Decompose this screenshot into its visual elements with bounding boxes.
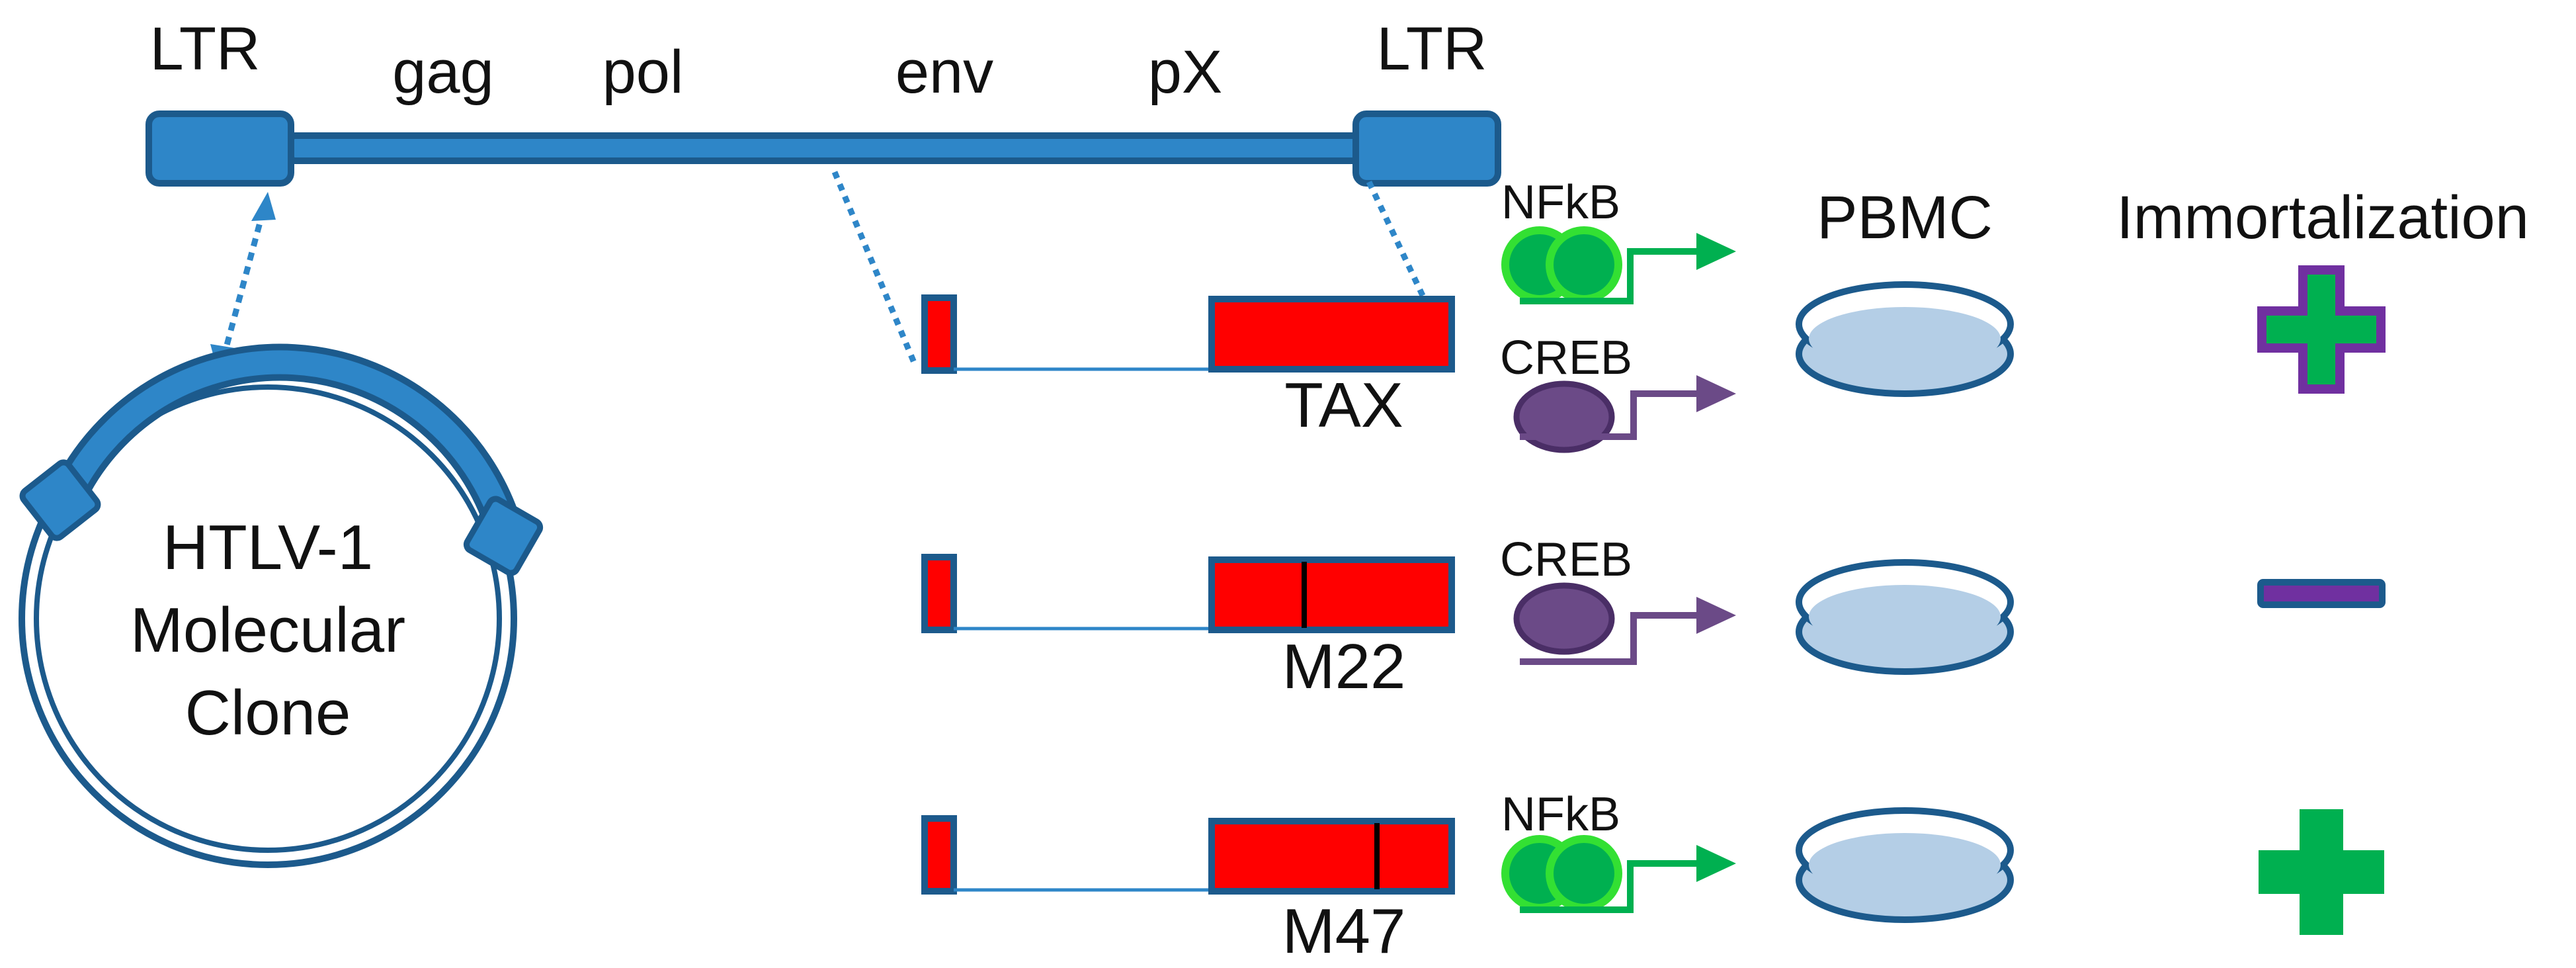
ltr-right-box: [1352, 110, 1501, 187]
gag-label: gag: [392, 38, 494, 106]
exon-large: [1208, 296, 1455, 373]
plasmid-label-line3: Clone: [185, 678, 351, 748]
genome-map: LTR gag pol env pX LTR: [145, 15, 1501, 187]
promoter-arrow: [1520, 860, 1700, 913]
promoter-arrow: [1520, 612, 1700, 665]
plasmid-label-line2: Molecular: [130, 595, 405, 666]
m22-creb-activation: CREB: [1500, 533, 1736, 665]
m47-plus-icon: [2259, 809, 2384, 935]
nfkb-subunit-right: [1546, 835, 1622, 912]
construct-label: TAX: [1284, 370, 1403, 441]
construct-m22: M22: [921, 554, 1455, 702]
promoter-arrow: [1520, 248, 1700, 304]
exon-small: [921, 815, 957, 895]
plasmid-molecular-clone: HTLV-1 Molecular Clone: [19, 343, 544, 868]
construct-label: M47: [1282, 896, 1406, 967]
nfkb-label: NFkB: [1501, 176, 1620, 229]
creb-protein: [1513, 582, 1615, 655]
arrow-head-icon: [1696, 845, 1736, 882]
genome-backbone: [288, 132, 1372, 164]
construct-tax: TAX: [921, 294, 1455, 441]
exon-small: [921, 554, 957, 633]
m47-nfkb-activation: NFkB: [1501, 788, 1736, 913]
m22-minus-icon: [2257, 579, 2386, 608]
arrow-head-icon: [1696, 233, 1736, 270]
nfkb-subunit-right: [1546, 226, 1622, 303]
pol-label: pol: [602, 38, 684, 106]
construct-label: M22: [1282, 631, 1406, 702]
plasmid-ltr-right: [463, 496, 544, 576]
arrow-head-icon: [1696, 375, 1736, 412]
creb-label: CREB: [1500, 331, 1632, 384]
pbmc-dish-tax: [1796, 281, 2014, 397]
ltr-left-box: [145, 110, 294, 187]
promoter-arrow: [1520, 390, 1700, 440]
env-label: env: [895, 38, 993, 106]
nfkb-label: NFkB: [1501, 788, 1620, 841]
projection-line-left: [831, 171, 919, 369]
plasmid-label-line1: HTLV-1: [163, 512, 373, 583]
creb-label: CREB: [1500, 533, 1632, 586]
exon-large: [1208, 818, 1455, 895]
pbmc-dish-m22: [1796, 559, 2014, 675]
tax-plus-icon: [2257, 265, 2386, 394]
exon-large: [1208, 556, 1455, 633]
px-label: pX: [1148, 38, 1223, 106]
projection-line-right: [1366, 181, 1429, 302]
ltr-right-label: LTR: [1377, 15, 1487, 83]
arrow-head-icon: [1696, 597, 1736, 634]
pbmc-header: PBMC: [1817, 184, 1993, 251]
tax-creb-activation: CREB: [1500, 331, 1736, 453]
tax-nfkb-activation: NFkB: [1501, 176, 1736, 304]
pbmc-dish-m47: [1796, 807, 2014, 923]
immortalization-header: Immortalization: [2116, 184, 2529, 251]
exon-small: [921, 294, 957, 374]
ltr-left-label: LTR: [150, 15, 261, 83]
construct-m47: M47: [921, 815, 1455, 967]
plasmid-ltr-left: [19, 459, 101, 541]
plasmid-ring-inner: [34, 384, 502, 853]
